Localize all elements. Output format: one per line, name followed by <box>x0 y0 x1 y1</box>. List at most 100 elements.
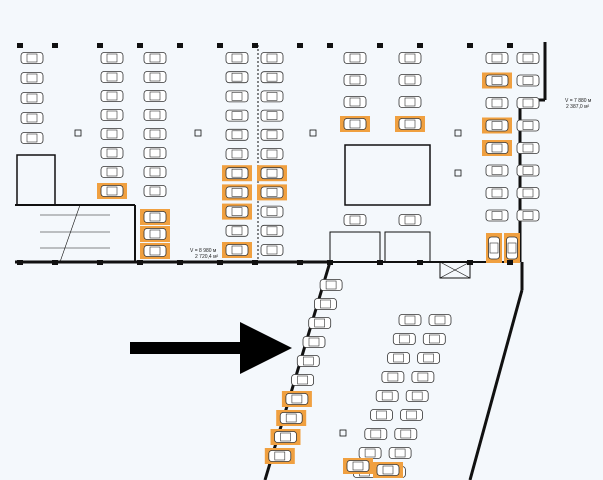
pillar <box>297 43 303 48</box>
pillar <box>97 43 103 48</box>
column-marker <box>309 129 317 137</box>
parking-space-highlighted <box>257 165 287 182</box>
parking-space <box>398 52 422 64</box>
pillar <box>52 43 58 48</box>
pillar <box>137 260 143 265</box>
parking-space <box>485 187 509 199</box>
parking-space <box>20 112 44 124</box>
parking-space <box>143 109 167 121</box>
parking-space <box>343 214 367 226</box>
walls <box>15 42 547 480</box>
parking-space <box>260 71 284 84</box>
parking-space <box>398 74 422 86</box>
parking-space <box>100 71 124 83</box>
parking-space-highlighted <box>140 226 170 242</box>
parking-space-highlighted <box>140 209 170 225</box>
parking-space <box>387 352 411 364</box>
parking-spaces <box>20 52 540 478</box>
parking-space <box>516 97 540 109</box>
parking-space-highlighted <box>264 448 295 464</box>
parking-space <box>422 333 446 345</box>
parking-space <box>485 209 509 222</box>
parking-space <box>516 74 540 87</box>
parking-space <box>143 90 167 102</box>
parking-space <box>358 447 382 459</box>
parking-space <box>516 142 540 154</box>
pillar <box>177 260 183 265</box>
parking-space <box>375 390 399 402</box>
zone-right-area: 2 387,0 м² <box>566 104 590 110</box>
parking-space <box>100 109 124 121</box>
parking-space <box>381 371 405 383</box>
pillar <box>507 260 513 265</box>
parking-space <box>398 314 422 326</box>
parking-space-highlighted <box>276 410 307 426</box>
column-marker <box>339 429 347 437</box>
pillar <box>97 260 103 265</box>
parking-space <box>343 74 367 86</box>
pillar <box>377 43 383 48</box>
parking-space <box>225 90 249 103</box>
zone-left-volume: V = 8 980 м <box>190 248 217 254</box>
zone-right-volume: V = 7 880 м <box>565 98 592 104</box>
parking-space-highlighted <box>482 72 512 89</box>
arrow-head <box>240 322 292 374</box>
parking-space <box>392 333 416 345</box>
pillar <box>17 260 23 265</box>
pillar <box>377 260 383 265</box>
parking-space <box>225 148 249 160</box>
parking-space <box>100 166 124 178</box>
parking-space <box>225 128 249 141</box>
parking-space <box>143 52 167 64</box>
parking-space <box>143 185 167 197</box>
parking-space <box>485 52 509 64</box>
pillar <box>217 43 223 48</box>
parking-space <box>225 224 249 237</box>
parking-space <box>20 92 44 104</box>
parking-space-highlighted <box>222 203 252 220</box>
parking-space-highlighted <box>504 233 520 263</box>
parking-space-highlighted <box>281 391 312 407</box>
pillar <box>17 43 23 48</box>
pillar <box>137 43 143 48</box>
room-technical <box>329 231 381 263</box>
parking-space-highlighted <box>343 458 373 474</box>
arrow-shaft <box>130 342 245 354</box>
pillar <box>177 43 183 48</box>
pillar <box>327 260 333 265</box>
parking-space <box>485 164 509 177</box>
parking-space <box>319 279 343 291</box>
parking-space <box>143 128 167 140</box>
parking-space <box>100 52 124 64</box>
parking-space-highlighted <box>340 116 370 132</box>
zone-left-label: V = 8 980 м 2 720,4 м² <box>190 248 219 260</box>
parking-space <box>516 209 540 222</box>
zone-left-area: 2 720,4 м² <box>195 254 219 260</box>
parking-space <box>143 166 167 178</box>
parking-space <box>225 109 249 122</box>
parking-space <box>225 52 249 64</box>
parking-space <box>260 224 284 237</box>
parking-space <box>296 355 320 367</box>
parking-space-highlighted <box>270 429 301 445</box>
parking-space-highlighted <box>395 116 425 132</box>
shaft <box>439 261 471 279</box>
parking-space <box>20 72 44 84</box>
pillar <box>507 43 513 48</box>
parking-space <box>400 409 423 421</box>
parking-space <box>260 52 284 64</box>
parking-space-highlighted <box>482 140 512 156</box>
parking-space <box>291 374 315 386</box>
parking-space <box>411 371 435 383</box>
parking-space-highlighted <box>486 233 502 263</box>
parking-space-highlighted <box>222 242 252 258</box>
parking-space <box>398 214 422 226</box>
pillar <box>467 43 473 48</box>
parking-space <box>394 428 418 440</box>
pillar <box>417 260 423 265</box>
parking-space <box>260 244 284 256</box>
parking-space <box>516 52 540 64</box>
parking-space <box>225 71 249 84</box>
parking-space <box>20 132 44 144</box>
pillar <box>252 260 258 265</box>
